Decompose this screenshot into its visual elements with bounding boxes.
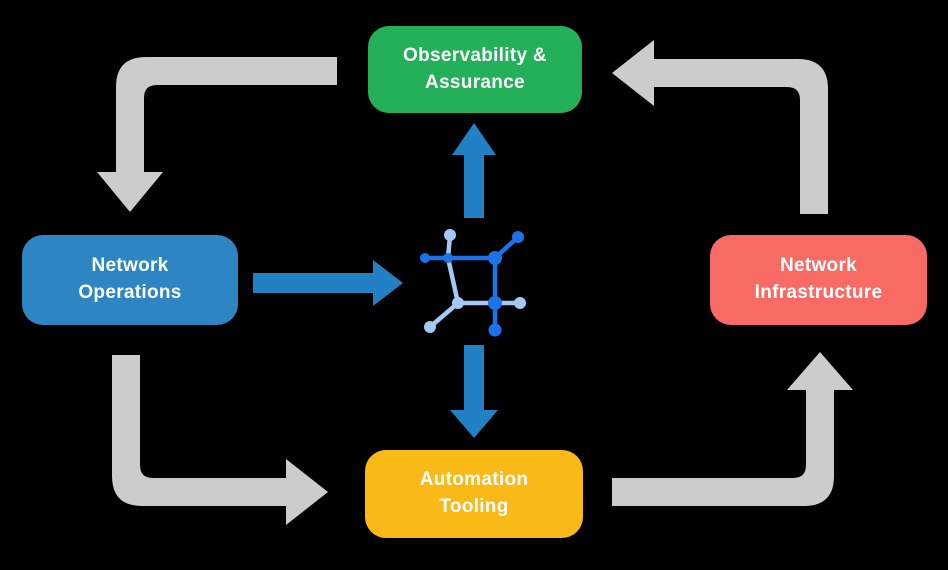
arrow-operations-to-center-icon	[253, 260, 403, 306]
arrow-infrastructure-to-observability-icon	[612, 40, 828, 214]
network-node-icon	[420, 229, 526, 337]
arrow-center-to-automation-icon	[450, 345, 498, 438]
node-automation-label: Automation Tooling	[419, 469, 529, 517]
node-observability-label: Observability & Assurance	[403, 44, 547, 93]
node-infrastructure-label: Network Infrastructure	[754, 255, 883, 303]
node-automation-tooling: Automation Tooling	[365, 450, 583, 538]
arrow-center-to-observability-icon	[452, 123, 496, 218]
arrow-operations-to-automation-icon	[112, 355, 328, 525]
node-operations-label: Network Operations	[78, 255, 182, 303]
node-network-operations: Network Operations	[22, 235, 238, 325]
arrow-observability-to-operations-icon	[97, 57, 337, 212]
node-network-infrastructure: Network Infrastructure	[710, 235, 927, 325]
arrow-automation-to-infrastructure-icon	[612, 352, 853, 506]
node-observability-assurance: Observability & Assurance	[368, 26, 582, 113]
